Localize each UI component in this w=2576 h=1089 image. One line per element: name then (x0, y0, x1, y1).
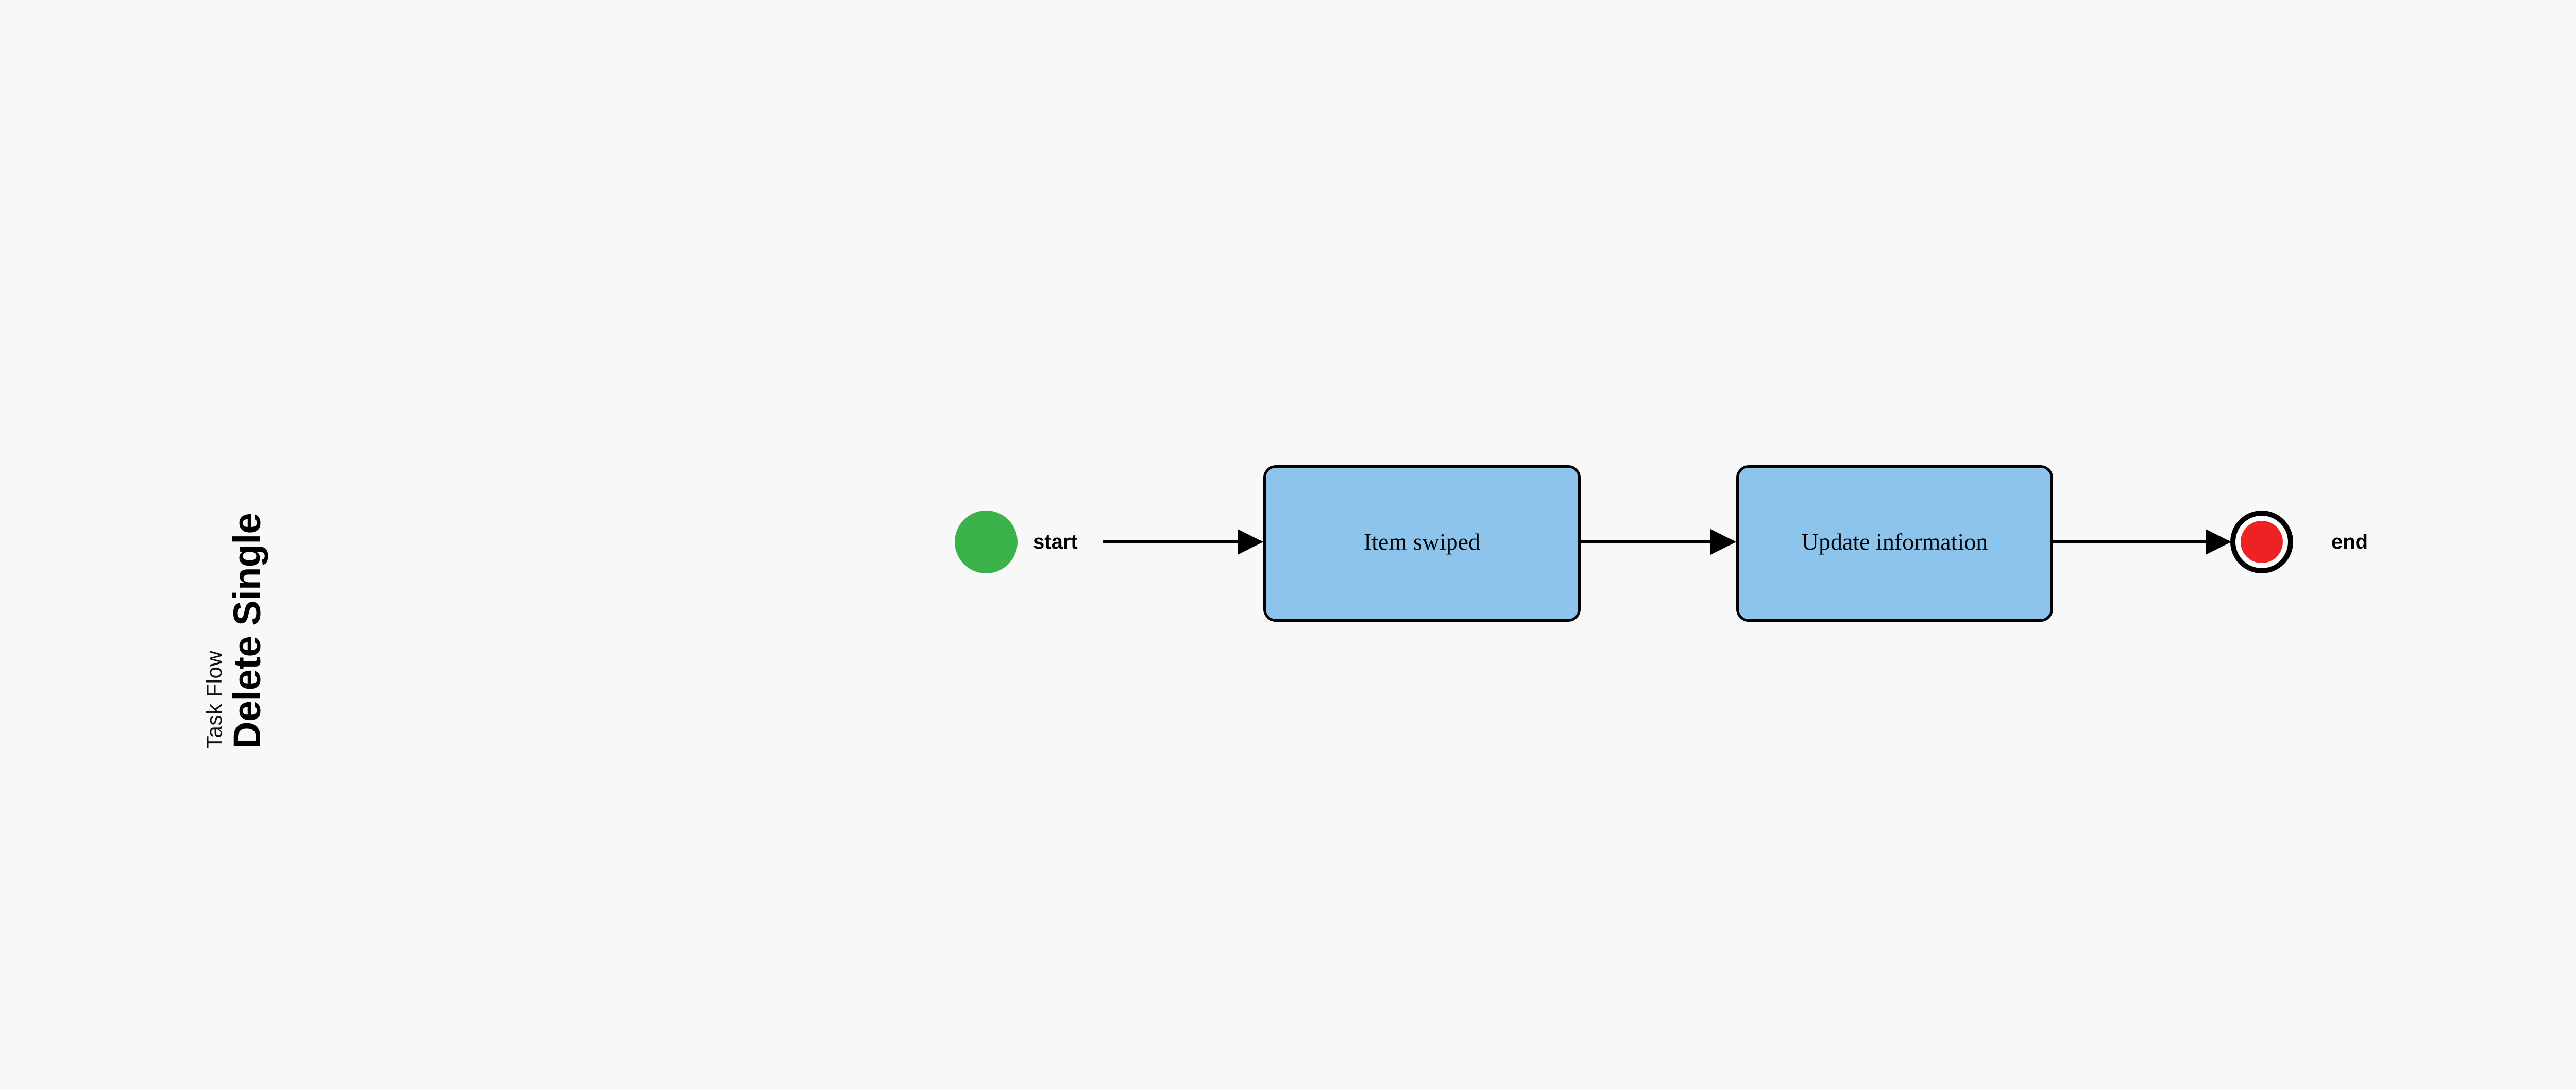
edge-start-to-task1 (1103, 529, 1263, 555)
end-event-label: end (2331, 531, 2368, 553)
task-node-update-information[interactable] (1736, 465, 2053, 622)
start-event-label: start (1033, 531, 1078, 553)
end-event-node[interactable] (2230, 511, 2293, 573)
edge-task1-to-task2 (1581, 529, 1736, 555)
task-label-item-swiped: Item swiped (1363, 529, 1481, 555)
edge-task2-to-end (2053, 529, 2231, 555)
start-event-node[interactable] (955, 511, 1018, 573)
task-node-item-swiped[interactable] (1263, 465, 1581, 622)
task-label-update-information: Update information (1801, 529, 1988, 555)
